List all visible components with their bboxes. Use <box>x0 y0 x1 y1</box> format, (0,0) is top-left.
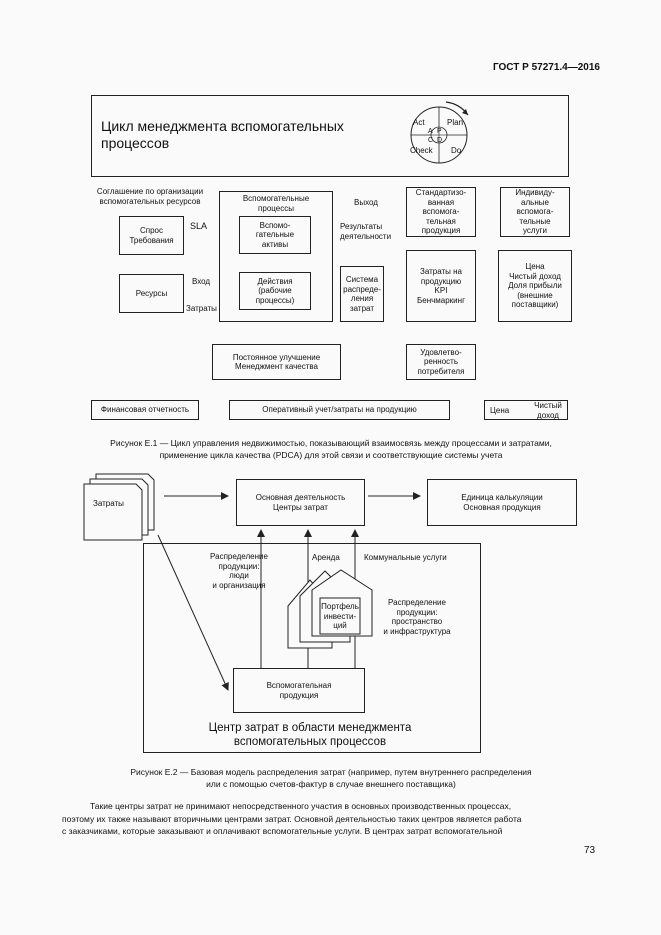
operational-accounting-box: Оперативный учет/затраты на продукцию <box>229 400 450 420</box>
fig1-title-frame <box>91 95 569 177</box>
pdca-d: D <box>437 137 443 144</box>
cost-system-box: Система распреде- ления затрат <box>340 266 384 322</box>
aux-products-box: Вспомогательная продукция <box>233 668 365 713</box>
page-number: 73 <box>584 845 596 856</box>
agreement-label: Соглашение по организации вспомогательны… <box>96 187 204 206</box>
results-label: Результаты деятельности <box>340 222 392 241</box>
pdca-a: A <box>428 128 433 135</box>
fig2-caption: Рисунок Е.2 — Базовая модель распределен… <box>130 767 532 789</box>
net-income-label: Чистый доход <box>534 401 562 420</box>
fig1-title: Цикл менеджмента вспомогательных процесс… <box>101 118 344 151</box>
price-net-income-box <box>484 400 568 420</box>
actions-box: Действия (рабочие процессы) <box>239 272 311 310</box>
rent-label: Аренда <box>312 553 340 562</box>
sla-label: SLA <box>190 221 208 231</box>
distribution-people-label: Распределение продукции: люди и организа… <box>210 552 268 590</box>
pdca-circle-icon <box>404 99 476 171</box>
pdca-check: Check <box>410 146 433 155</box>
cost-per-product-box: Затраты на продукцию KPI Бенчмаркинг <box>406 250 476 322</box>
satisfaction-box: Удовлетво- ренность потребителя <box>406 344 476 380</box>
cost-center-title: Центр затрат в области менеджмента вспом… <box>208 722 412 748</box>
resources-box: Ресурсы <box>119 274 184 313</box>
pdca-act: Act <box>413 118 425 127</box>
improvement-box: Постоянное улучшение Менеджмент качества <box>212 344 341 380</box>
costs-label: Затраты <box>186 304 217 313</box>
input-label: Вход <box>192 277 211 286</box>
output-label: Выход <box>354 198 378 207</box>
body-paragraph: Такие центры затрат не принимают непосре… <box>62 801 522 836</box>
fig1-caption: Рисунок Е.1 — Цикл управления недвижимос… <box>110 438 552 460</box>
price-label: Цена <box>490 406 510 415</box>
aux-assets-box: Вспомо- гательные активы <box>239 216 311 254</box>
aux-processes-label: Вспомогательные процессы <box>242 194 310 213</box>
distribution-space-label: Распределение продукции: пространство и … <box>383 598 451 636</box>
pdca-plan: Plan <box>447 118 464 127</box>
cost-center-frame <box>143 543 481 753</box>
costs-document: Затраты <box>93 499 124 508</box>
individual-box: Индивиду- альные вспомога- тельные услуг… <box>500 187 570 237</box>
demand-box: Спрос Требования <box>119 216 184 255</box>
main-activity-box: Основная деятельность Центры затрат <box>236 479 365 526</box>
pdca-do: Do <box>451 146 462 155</box>
pdca-c: C <box>428 137 434 144</box>
standard-header: ГОСТ Р 57271.4—2016 <box>492 62 600 73</box>
calculation-unit-box: Единица калькуляции Основная продукция <box>427 479 577 526</box>
standardized-box: Стандартизо- ванная вспомога- тельная пр… <box>406 187 476 237</box>
financial-reporting-box: Финансовая отчетность <box>91 400 199 420</box>
pdca-p: P <box>437 128 442 135</box>
portfolio-label: Портфель инвести- ций <box>321 602 359 630</box>
utilities-label: Коммунальные услуги <box>364 553 447 562</box>
price-income-box: Цена Чистый доход Доля прибыли (внешние … <box>498 250 572 322</box>
